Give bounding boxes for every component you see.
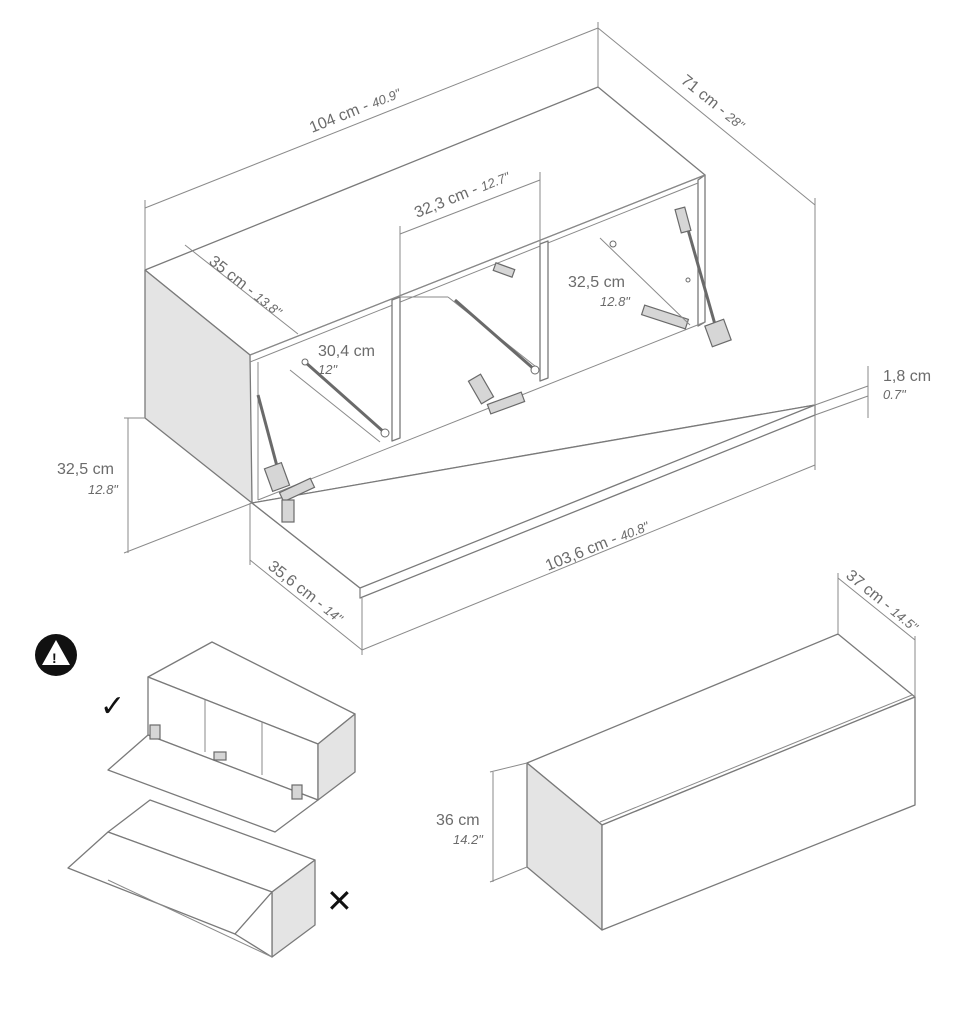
cross-icon: ✕: [326, 883, 353, 919]
label-piston-left-cm: 30,4 cm: [318, 343, 375, 360]
dim-closed-height-ext-bottom: [489, 866, 528, 883]
dim-piston-right-line: [599, 237, 691, 326]
top-front-edge-inner: [249, 182, 699, 363]
label-depth-top: 71 cm - 28": [677, 72, 749, 134]
small-hinge-mid: [213, 751, 227, 761]
dim-depth-top-line: [597, 27, 816, 206]
cabinet-right-side: [697, 174, 706, 327]
label-height-in: 12.8": [88, 482, 119, 497]
dim-thickness-ext-top: [814, 385, 869, 406]
piston-right-cap: [674, 206, 692, 234]
strut-left-pivot-bottom: [380, 428, 390, 438]
dimension-lines: [123, 22, 869, 655]
label-thickness-cm: 1,8 cm: [883, 368, 931, 385]
label-piston-left-in: 12": [318, 362, 338, 377]
strut-mid-pivot: [530, 365, 540, 375]
label-closed-height-cm: 36 cm: [436, 812, 480, 829]
open-door-surface: [251, 404, 816, 589]
small-hinge-right: [291, 784, 303, 800]
hinge-left-plate: [278, 477, 316, 503]
checkmark-icon: ✓: [100, 690, 125, 723]
strut-left-compartment: [304, 360, 386, 435]
closed-cabinet: [489, 573, 916, 931]
hinge-center: [467, 373, 495, 405]
cabinet-bottom-rear-edge: [257, 321, 706, 501]
top-front-edge: [249, 174, 706, 356]
mount-hole-2: [685, 277, 691, 283]
small-cabinet-right-side: [317, 713, 356, 801]
strut-left-pivot-top: [301, 358, 309, 366]
dim-piston-left-line: [289, 369, 381, 443]
dim-thickness-ext-bottom: [814, 395, 869, 416]
label-height-cm: 32,5 cm: [57, 461, 114, 478]
warning-symbol: !: [52, 650, 57, 666]
dim-height-ext-bottom: [123, 502, 253, 554]
hinge-left-bracket: [281, 499, 295, 523]
hinge-left: [263, 461, 291, 493]
strut-mid-compartment: [454, 298, 536, 372]
dim-inner-depth-line: [184, 244, 299, 335]
label-closed-depth: 37 cm - 14.5": [842, 567, 922, 636]
label-door-width: 103,6 cm - 40.8": [543, 517, 653, 574]
piston-left: [256, 394, 280, 471]
closed-top-front-edge: [599, 694, 913, 823]
hinge-right-plate: [640, 304, 690, 330]
dim-closed-height-ext-top: [489, 762, 528, 773]
correct-usage-illustration: ✓: [100, 641, 356, 833]
main-cabinet: [144, 86, 816, 599]
dim-door-depth-line: [249, 559, 363, 651]
dim-compartment-line: [399, 179, 541, 235]
small-cabinet-door-open: [107, 734, 319, 833]
mount-hole-1: [609, 240, 617, 248]
wrong-cabinet-front: [234, 891, 273, 958]
warning-icon: !: [35, 634, 77, 676]
small-hinge-left: [149, 724, 161, 740]
divider-right: [539, 240, 549, 382]
closed-front-door: [601, 696, 916, 931]
dim-door-width-line: [361, 464, 816, 651]
strut-mid-mount: [492, 262, 516, 278]
label-thickness-in: 0.7": [883, 387, 907, 402]
dim-width-top-line: [144, 27, 599, 209]
hinge-right: [704, 318, 732, 348]
label-closed-height-in: 14.2": [453, 832, 484, 847]
cabinet-top-panel: [144, 86, 706, 356]
label-piston-right-cm: 32,5 cm: [568, 274, 625, 291]
divider-left: [391, 296, 401, 442]
label-piston-right-in: 12.8": [600, 294, 631, 309]
incorrect-usage-illustration: ✕: [67, 799, 353, 958]
hardware: [256, 206, 732, 523]
hinge-center-plate: [486, 391, 526, 415]
dim-closed-depth-line: [837, 577, 916, 641]
wrong-cabinet-bottom: [107, 879, 273, 958]
